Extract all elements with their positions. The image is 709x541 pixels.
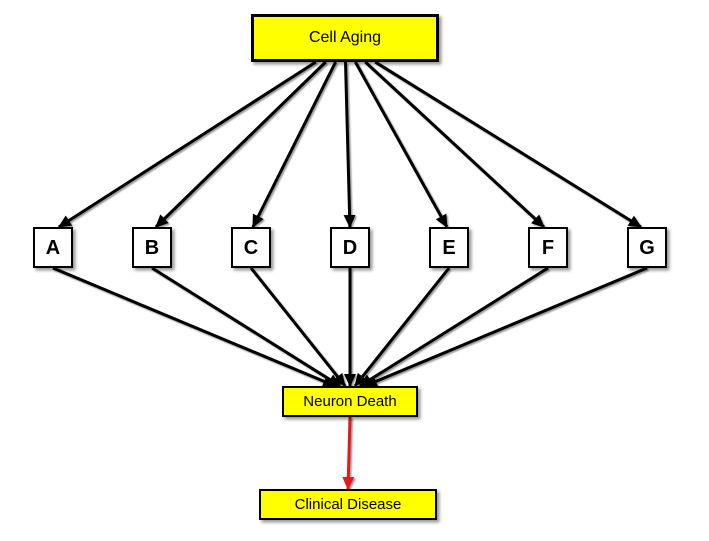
node-factor-a: A bbox=[33, 227, 73, 268]
node-neuron-death: Neuron Death bbox=[282, 386, 418, 417]
edge-cell-aging-to-factor-g bbox=[374, 60, 642, 229]
node-label: C bbox=[243, 236, 259, 259]
edge-factor-b-to-neuron-death bbox=[151, 266, 341, 388]
edge-cell-aging-to-factor-f bbox=[364, 60, 545, 229]
edge-cell-aging-to-factor-b bbox=[154, 60, 327, 229]
edge-factor-a-to-neuron-death bbox=[52, 266, 337, 388]
node-label: G bbox=[639, 236, 655, 259]
node-clinical-disease: Clinical Disease bbox=[259, 489, 437, 520]
edge-cell-aging-to-factor-d bbox=[343, 61, 356, 228]
node-label: Clinical Disease bbox=[294, 496, 402, 513]
edge-factor-c-to-neuron-death bbox=[249, 267, 347, 387]
node-label: Neuron Death bbox=[303, 393, 397, 410]
edge-cell-aging-to-factor-e bbox=[354, 61, 449, 228]
node-label: E bbox=[442, 236, 456, 259]
edge-factor-g-to-neuron-death bbox=[363, 266, 648, 388]
node-factor-c: C bbox=[231, 227, 271, 268]
edge-factor-f-to-neuron-death bbox=[359, 266, 549, 388]
edge-factor-e-to-neuron-death bbox=[353, 267, 451, 387]
node-factor-e: E bbox=[429, 227, 469, 268]
node-label: A bbox=[45, 236, 61, 259]
edge-cell-aging-to-factor-c bbox=[251, 61, 337, 228]
edge-neuron-death-to-clinical-disease bbox=[342, 416, 355, 490]
edge-cell-aging-to-factor-a bbox=[57, 60, 317, 229]
node-label: F bbox=[541, 236, 555, 259]
node-factor-d: D bbox=[330, 227, 370, 268]
node-factor-f: F bbox=[528, 227, 568, 268]
node-cell-aging: Cell Aging bbox=[251, 14, 439, 62]
node-label: D bbox=[342, 236, 358, 259]
node-factor-b: B bbox=[132, 227, 172, 268]
node-factor-g: G bbox=[627, 227, 667, 268]
node-label: B bbox=[144, 236, 160, 259]
node-label: Cell Aging bbox=[308, 29, 382, 46]
